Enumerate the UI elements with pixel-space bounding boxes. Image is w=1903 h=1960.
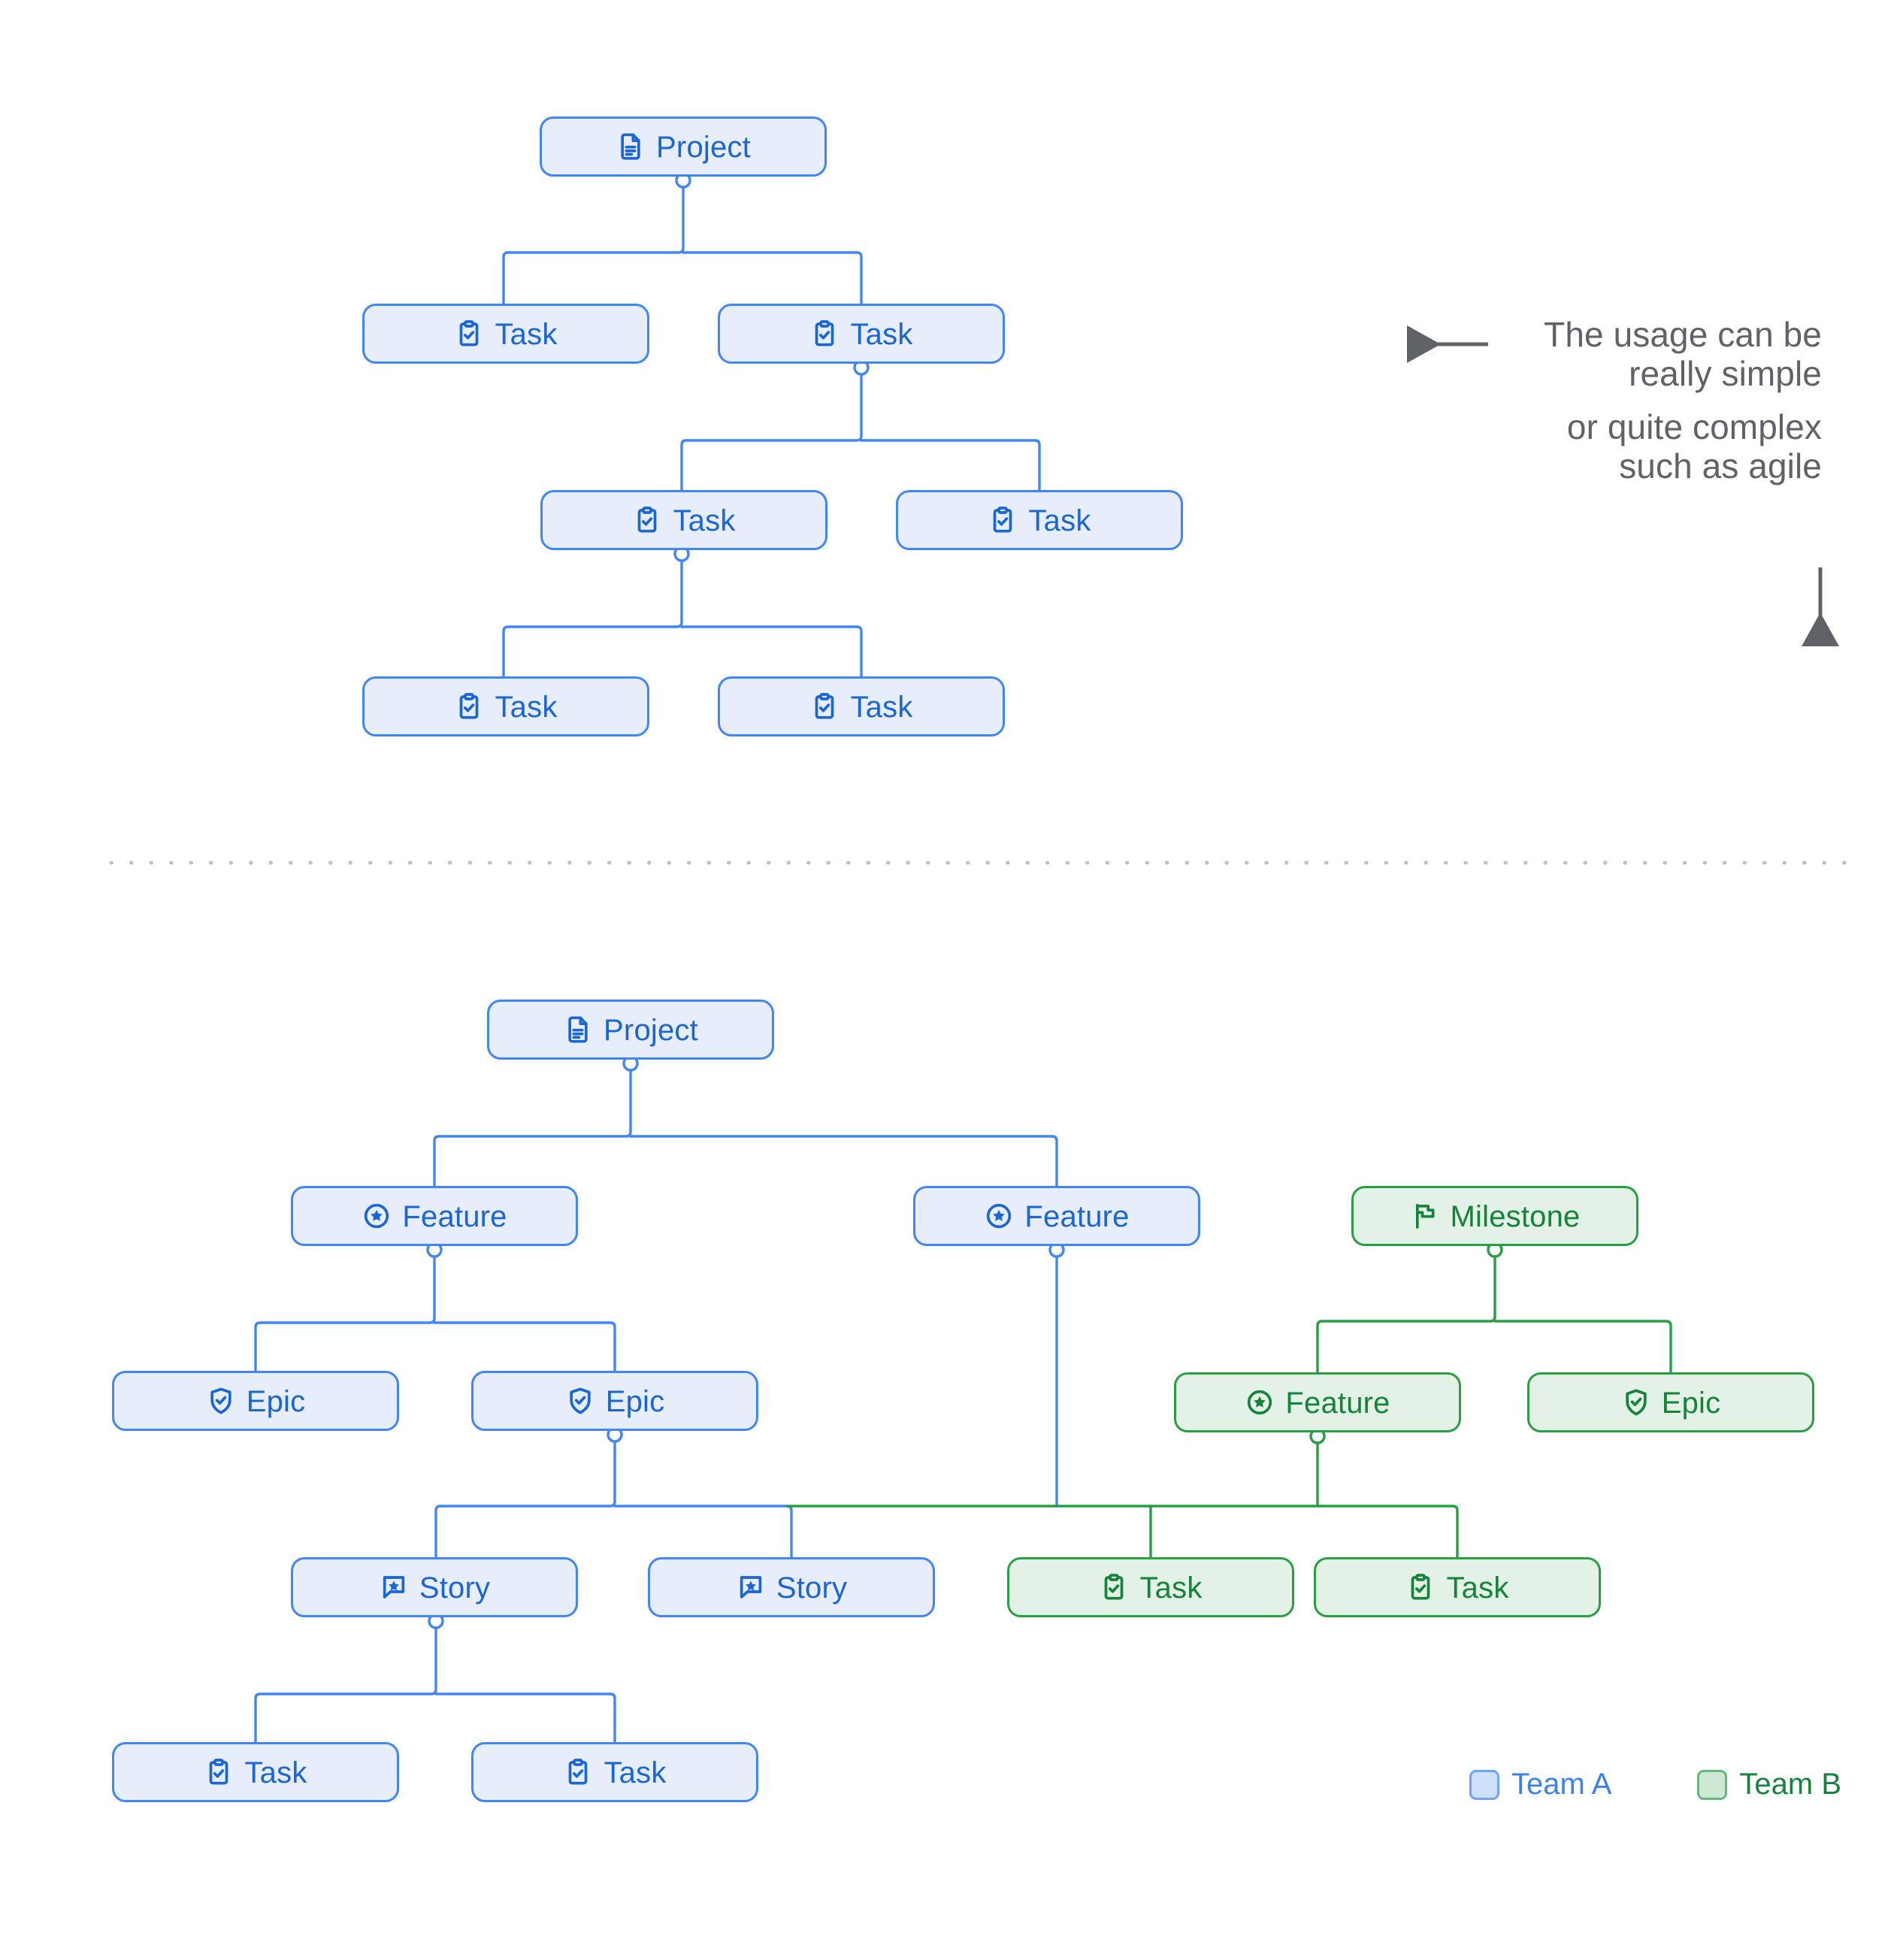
node-s-task-1[interactable]: Task	[362, 304, 649, 364]
node-label: Project	[656, 131, 751, 164]
node-a-project[interactable]: Project	[487, 1000, 774, 1060]
node-s-task-6[interactable]: Task	[718, 676, 1005, 737]
clipboard-check-icon	[563, 1757, 593, 1787]
node-label: Milestone	[1450, 1200, 1581, 1233]
node-a-feature-1[interactable]: Feature	[291, 1186, 578, 1246]
clipboard-check-icon	[454, 319, 484, 349]
node-a-task-2[interactable]: Task	[1314, 1557, 1601, 1617]
story-bubble-icon	[379, 1572, 409, 1602]
node-label: Feature	[1024, 1200, 1130, 1233]
node-label: Task	[850, 318, 913, 351]
node-a-epic-1[interactable]: Epic	[112, 1371, 399, 1431]
node-a-feature-2[interactable]: Feature	[913, 1186, 1200, 1246]
node-s-task-5[interactable]: Task	[362, 676, 649, 737]
clipboard-check-icon	[988, 505, 1018, 535]
node-s-task-4[interactable]: Task	[896, 490, 1183, 550]
node-label: Task	[495, 691, 558, 724]
clipboard-check-icon	[454, 691, 484, 721]
node-a-task-1[interactable]: Task	[1007, 1557, 1294, 1617]
node-s-project[interactable]: Project	[540, 116, 827, 177]
node-label: Task	[1139, 1571, 1203, 1605]
shield-check-icon	[1621, 1387, 1651, 1417]
legend-item-team-a[interactable]: Team A	[1469, 1768, 1611, 1801]
node-label: Task	[604, 1756, 667, 1789]
legend: Team A Team B	[1469, 1768, 1841, 1801]
flag-icon	[1410, 1201, 1440, 1231]
node-a-story-2[interactable]: Story	[648, 1557, 935, 1617]
node-a-epic-3[interactable]: Epic	[1527, 1372, 1814, 1432]
legend-label-team-b: Team B	[1739, 1768, 1842, 1801]
shield-check-icon	[565, 1386, 595, 1416]
legend-item-team-b[interactable]: Team B	[1697, 1768, 1841, 1801]
story-bubble-icon	[736, 1572, 766, 1602]
shield-check-icon	[206, 1386, 236, 1416]
node-a-task-3[interactable]: Task	[112, 1742, 399, 1802]
node-label: Task	[673, 504, 736, 537]
annotation-line-4: such as agile	[1619, 446, 1822, 485]
node-label: Epic	[246, 1385, 306, 1418]
clipboard-check-icon	[204, 1757, 234, 1787]
node-a-milestone[interactable]: Milestone	[1351, 1186, 1638, 1246]
node-s-task-2[interactable]: Task	[718, 304, 1005, 364]
node-label: Task	[1028, 504, 1091, 537]
node-label: Epic	[605, 1385, 665, 1418]
annotation-spacer	[1469, 393, 1822, 408]
annotation-line-2: really simple	[1629, 353, 1822, 393]
node-a-story-1[interactable]: Story	[291, 1557, 578, 1617]
node-label: Feature	[1285, 1387, 1390, 1420]
node-a-feature-3[interactable]: Feature	[1174, 1372, 1461, 1432]
document-icon	[616, 132, 646, 162]
node-label: Feature	[402, 1200, 507, 1233]
node-label: Task	[850, 691, 913, 724]
node-label: Task	[244, 1756, 307, 1789]
node-label: Task	[1446, 1571, 1509, 1605]
clipboard-check-icon	[632, 505, 662, 535]
document-icon	[563, 1015, 593, 1045]
node-label: Task	[495, 318, 558, 351]
star-circle-icon	[362, 1201, 392, 1231]
annotation-line-3: or quite complex	[1566, 407, 1822, 447]
node-label: Epic	[1661, 1387, 1721, 1420]
star-circle-icon	[1245, 1387, 1275, 1417]
star-circle-icon	[984, 1201, 1014, 1231]
node-label: Story	[419, 1571, 491, 1605]
node-s-task-3[interactable]: Task	[540, 490, 827, 550]
clipboard-check-icon	[809, 691, 840, 721]
clipboard-check-icon	[1405, 1572, 1436, 1602]
node-label: Story	[776, 1571, 848, 1605]
square-swatch-icon	[1697, 1769, 1728, 1800]
clipboard-check-icon	[809, 319, 840, 349]
annotation-line-1: The usage can be	[1544, 315, 1822, 354]
legend-label-team-a: Team A	[1511, 1768, 1612, 1801]
annotation-text: The usage can be really simple or quite …	[1469, 315, 1822, 485]
square-swatch-icon	[1469, 1769, 1499, 1800]
node-a-epic-2[interactable]: Epic	[471, 1371, 758, 1431]
node-a-task-4[interactable]: Task	[471, 1742, 758, 1802]
clipboard-check-icon	[1099, 1572, 1129, 1602]
node-label: Project	[604, 1014, 698, 1047]
